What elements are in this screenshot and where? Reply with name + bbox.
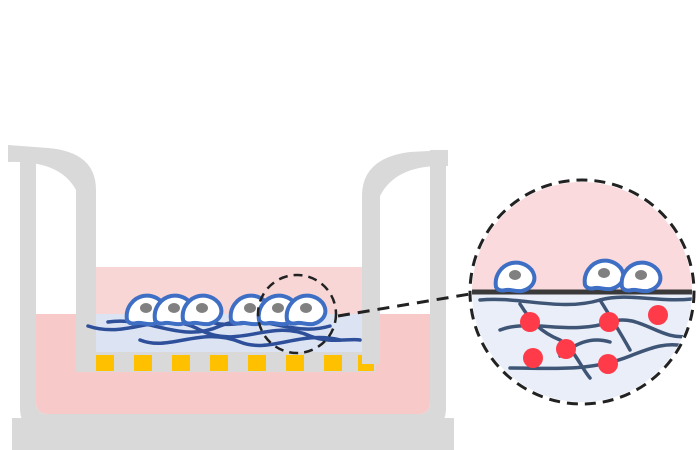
porous-membrane <box>94 352 376 372</box>
particle-icon <box>598 354 618 374</box>
cell-icon <box>619 260 663 294</box>
particle-icon <box>556 339 576 359</box>
magnifier-inset-border <box>468 178 696 406</box>
embedded-particles <box>520 305 668 374</box>
cell-icon <box>493 260 537 294</box>
zoom-connector-line <box>337 292 471 318</box>
particle-icon <box>523 348 543 368</box>
magnifier-inset <box>472 182 692 402</box>
insert-right-wall <box>362 150 448 364</box>
particle-icon <box>520 312 540 332</box>
particle-icon <box>599 312 619 332</box>
cell-icon <box>180 293 224 327</box>
insert-left-wall <box>8 145 96 372</box>
zoom-source-circle <box>256 273 338 355</box>
cell-icon <box>582 258 626 292</box>
cell-icon <box>284 293 328 327</box>
particle-icon <box>648 305 668 325</box>
